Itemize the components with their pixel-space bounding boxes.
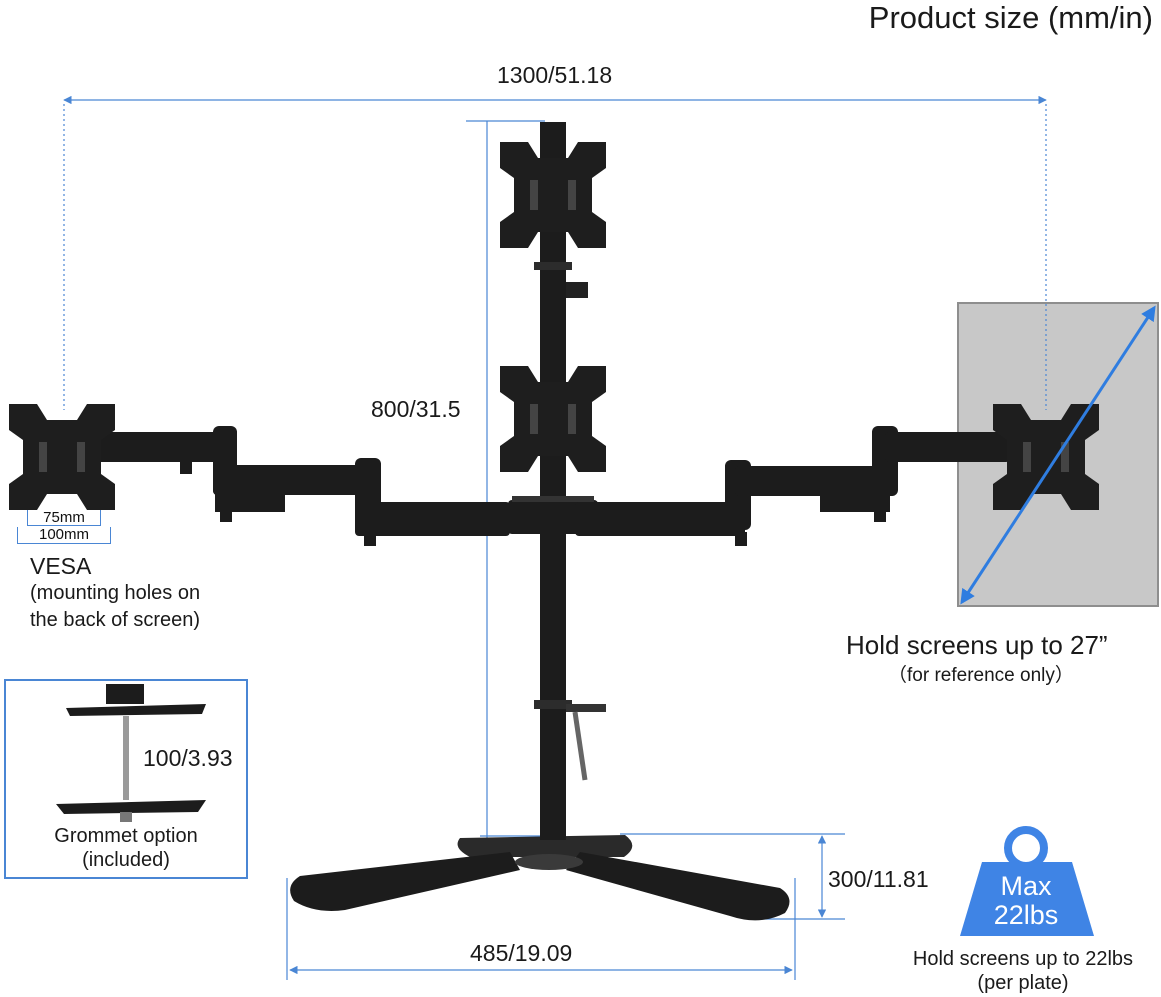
base-width-label: 485/19.09 <box>470 940 573 966</box>
grommet-box: Grommet option (included) <box>4 679 248 879</box>
weight-badge-line1: Max <box>1000 871 1052 901</box>
grommet-height-label: 100/3.93 <box>143 745 233 771</box>
weight-badge-line2: 22lbs <box>993 900 1059 930</box>
grommet-line1: Grommet option <box>54 825 198 847</box>
dimension-lines <box>63 95 1047 980</box>
vesa-100-label: 100mm <box>17 527 111 544</box>
screen-size-note: （for reference only） <box>888 665 1074 686</box>
page-title: Product size (mm/in) <box>868 0 1153 35</box>
weight-caption-line2: (per plate) <box>977 972 1069 994</box>
middle-vesa-plate <box>500 366 606 472</box>
weight-badge <box>960 826 1094 936</box>
vesa-desc-line1: (mounting holes on <box>30 582 201 604</box>
grommet-illustration <box>56 684 206 822</box>
stand-pole <box>534 122 606 840</box>
grommet-line2: (included) <box>82 849 170 871</box>
right-arm <box>575 426 1010 546</box>
screen-diagonal-arrow <box>960 305 1156 605</box>
stand-base <box>290 835 790 921</box>
weight-badge-text: Max 22lbs <box>971 872 1081 930</box>
vesa-desc-line2: the back of screen) <box>30 609 201 631</box>
left-arm <box>95 426 510 546</box>
base-depth-label: 300/11.81 <box>828 866 929 892</box>
total-width-label: 1300/51.18 <box>497 62 613 88</box>
pole-height-label: 800/31.5 <box>371 396 461 422</box>
vesa-75-label: 75mm <box>27 510 101 526</box>
left-vesa-plate <box>9 404 115 510</box>
vesa-heading: VESA <box>30 553 92 579</box>
weight-caption-line1: Hold screens up to 22lbs <box>912 948 1134 970</box>
upper-vesa-plate <box>500 142 606 248</box>
screen-size-headline: Hold screens up to 27” <box>846 630 1108 660</box>
